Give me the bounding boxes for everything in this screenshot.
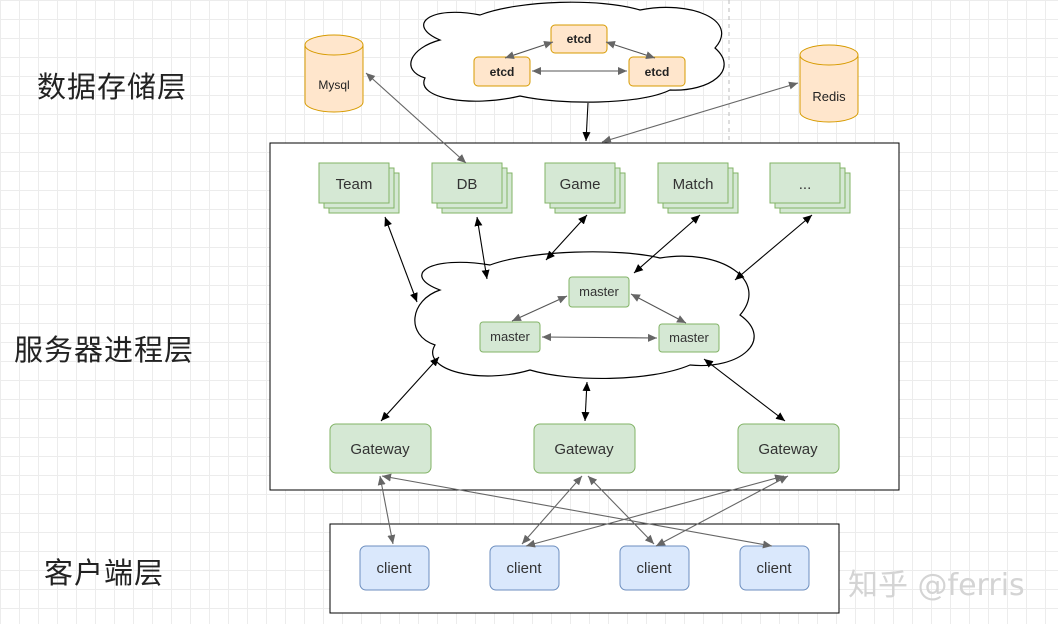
- connector-master-master: [511, 295, 568, 322]
- gateway-label: Gateway: [554, 441, 614, 458]
- storage-layer-label: 数据存储层: [37, 70, 188, 104]
- client-label: client: [506, 560, 542, 577]
- connector-service-master: [734, 214, 813, 281]
- service-db: DB: [431, 162, 513, 214]
- master-node: master: [658, 323, 720, 353]
- connector-redis-server: [601, 81, 799, 144]
- service-game: Game: [544, 162, 626, 214]
- service-match: Match: [657, 162, 739, 214]
- redis-database: Redis: [799, 44, 859, 123]
- gateway-node: Gateway: [329, 423, 432, 474]
- client-node: client: [489, 545, 560, 591]
- redis-label: Redis: [812, 89, 846, 104]
- watermark: 知乎 @ferris: [848, 568, 1025, 603]
- master-cloud: [414, 251, 755, 380]
- connector-master-master: [630, 293, 687, 324]
- client-layer-label: 客户端层: [44, 556, 165, 590]
- gateway-label: Gateway: [758, 441, 818, 458]
- connector-gateway-client: [655, 475, 789, 547]
- service-label: Game: [560, 176, 601, 193]
- master-label: master: [490, 329, 530, 344]
- gateway-label: Gateway: [350, 441, 410, 458]
- connector-service-master: [633, 214, 701, 274]
- service-label: Match: [673, 176, 714, 193]
- connector-master-gateway: [703, 358, 786, 422]
- client-label: client: [636, 560, 672, 577]
- master-node: master: [479, 321, 541, 353]
- etcd-label: etcd: [567, 32, 592, 46]
- service-label: DB: [457, 176, 478, 193]
- client-label: client: [376, 560, 412, 577]
- client-node: client: [739, 545, 810, 591]
- connector-service-master: [384, 216, 418, 303]
- service-label: Team: [336, 176, 373, 193]
- connector-service-master: [474, 216, 490, 280]
- etcd-node: etcd: [628, 56, 686, 87]
- client-node: client: [359, 545, 430, 591]
- etcd-node: etcd: [473, 56, 531, 87]
- master-label: master: [669, 330, 709, 345]
- client-label: client: [756, 560, 792, 577]
- service-more: ...: [769, 162, 851, 214]
- connector-etcd-etcd: [605, 40, 656, 60]
- etcd-label: etcd: [490, 65, 515, 79]
- connector-mysql-db: [365, 72, 467, 164]
- gateway-node: Gateway: [737, 423, 840, 474]
- etcd-label: etcd: [645, 65, 670, 79]
- service-team: Team: [318, 162, 400, 214]
- connector-master-gateway: [380, 356, 440, 422]
- master-label: master: [579, 284, 619, 299]
- connector-master-gateway: [581, 381, 591, 422]
- connector-service-master: [545, 214, 588, 261]
- connector-master-master: [541, 333, 658, 342]
- connector-etcd-etcd: [504, 41, 554, 59]
- master-node: master: [568, 276, 630, 308]
- server-layer-label: 服务器进程层: [14, 333, 195, 367]
- mysql-database: Mysql: [304, 34, 364, 113]
- connector-etcd-server: [582, 102, 591, 142]
- mysql-label: Mysql: [318, 78, 349, 92]
- client-node: client: [619, 545, 690, 591]
- gateway-node: Gateway: [533, 423, 636, 474]
- etcd-node: etcd: [550, 24, 608, 54]
- service-label: ...: [799, 176, 812, 193]
